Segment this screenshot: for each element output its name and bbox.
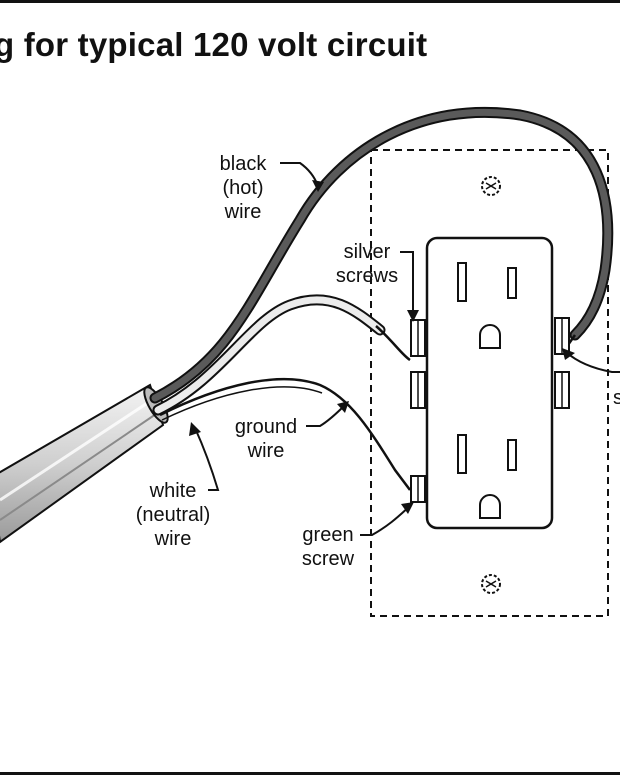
green-screw (410, 475, 426, 503)
label-white-line3: wire (154, 528, 192, 550)
label-black-line3: wire (224, 201, 262, 223)
silver-screws (410, 319, 426, 409)
lower-neutral-slot (457, 434, 467, 474)
label-black-line1: black (220, 153, 268, 175)
label-black-line2: (hot) (222, 177, 263, 199)
leader-arrowheads (189, 180, 575, 514)
label-green-screw: green screw (302, 524, 355, 570)
label-green-line1: green (302, 524, 353, 546)
label-edge-partial: s (613, 387, 620, 409)
label-silver-line1: silver (344, 241, 391, 263)
upper-hot-slot (507, 267, 517, 299)
label-white-line1: white (149, 480, 197, 502)
receptacle (425, 236, 554, 530)
label-silver-line2: screws (336, 265, 398, 287)
label-white-neutral-wire: white (neutral) wire (136, 480, 210, 550)
lower-ground-hole (479, 494, 501, 519)
box-mount-screw-bottom (481, 574, 501, 594)
box-mount-screw-top (481, 176, 501, 196)
label-ground-wire: ground wire (235, 416, 297, 462)
upper-ground-hole (479, 324, 501, 349)
label-ground-line1: ground (235, 416, 297, 438)
white-neutral-wire (152, 294, 411, 416)
label-silver-screws: silver screws (336, 241, 398, 287)
label-green-line2: screw (302, 548, 355, 570)
ground-wire (159, 377, 411, 491)
label-ground-line2: wire (247, 440, 285, 462)
diagram-title: g for typical 120 volt circuit (0, 26, 428, 63)
label-black-hot-wire: black (hot) wire (220, 153, 268, 223)
electrical-box (370, 149, 609, 617)
upper-neutral-slot (457, 262, 467, 302)
lower-hot-slot (507, 439, 517, 471)
label-white-line2: (neutral) (136, 504, 210, 526)
brass-screws (554, 317, 570, 409)
